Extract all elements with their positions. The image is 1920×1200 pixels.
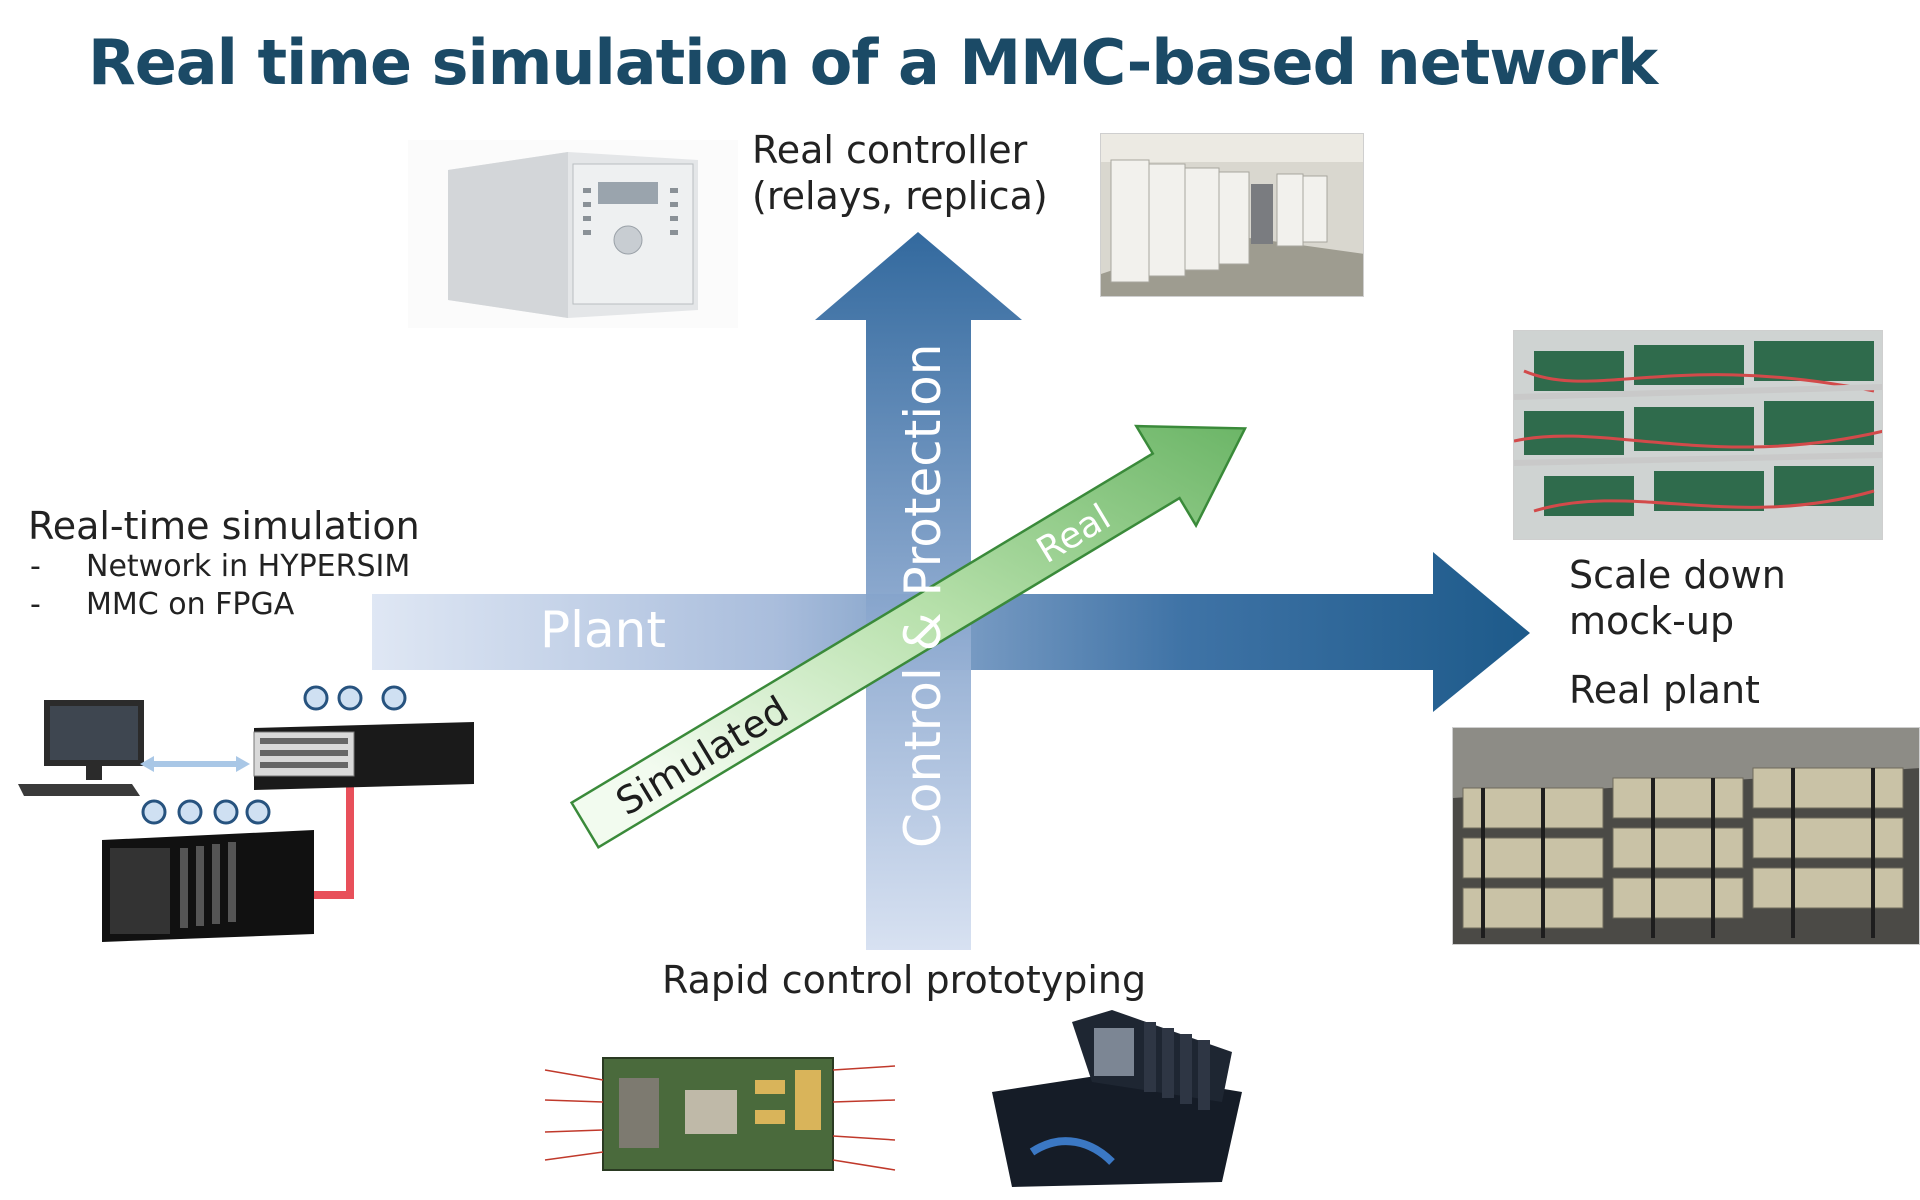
- real-controller-line2: (relays, replica): [752, 173, 1048, 218]
- mockup-photo: [1513, 330, 1883, 540]
- plant-label: Plant: [540, 601, 666, 659]
- relay-device-photo: [408, 140, 738, 328]
- rts-bullet: -: [30, 586, 41, 622]
- rts-item-mmc: MMC on FPGA: [86, 586, 295, 622]
- real-controller-label: Real controller (relays, replica): [752, 128, 1048, 219]
- page-title: Real time simulation of a MMC-based netw…: [88, 26, 1658, 99]
- mockup-line2: mock-up: [1569, 598, 1735, 643]
- real-controller-line1: Real controller: [752, 128, 1028, 172]
- rts-item: - Network in HYPERSIM: [30, 548, 410, 586]
- rts-list: - Network in HYPERSIM - MMC on FPGA: [30, 548, 410, 623]
- control-room-photo: [1100, 133, 1364, 297]
- rts-heading: Real-time simulation: [28, 504, 420, 548]
- rts-item: - MMC on FPGA: [30, 586, 410, 624]
- fpga-board-photo: [535, 1040, 915, 1190]
- rcp-label: Rapid control prototyping: [662, 958, 1147, 1002]
- real-plant-label: Real plant: [1569, 668, 1760, 712]
- rts-item-network: Network in HYPERSIM: [86, 549, 411, 584]
- mockup-label: Scale down mock-up: [1569, 553, 1786, 644]
- simulator-setup-illustration: [14, 672, 484, 948]
- simulated-real-arrow: [569, 424, 1248, 850]
- rts-bullet: -: [30, 549, 41, 584]
- simulated-label: Simulated: [608, 687, 795, 824]
- mockup-line1: Scale down: [1569, 553, 1786, 597]
- sim-link-line: [300, 772, 354, 899]
- control-protection-arrow: [815, 232, 1022, 950]
- control-protection-label: Control & Protection: [894, 344, 952, 848]
- rcp-unit-photo: [972, 1002, 1262, 1194]
- real-plant-photo: [1452, 727, 1920, 945]
